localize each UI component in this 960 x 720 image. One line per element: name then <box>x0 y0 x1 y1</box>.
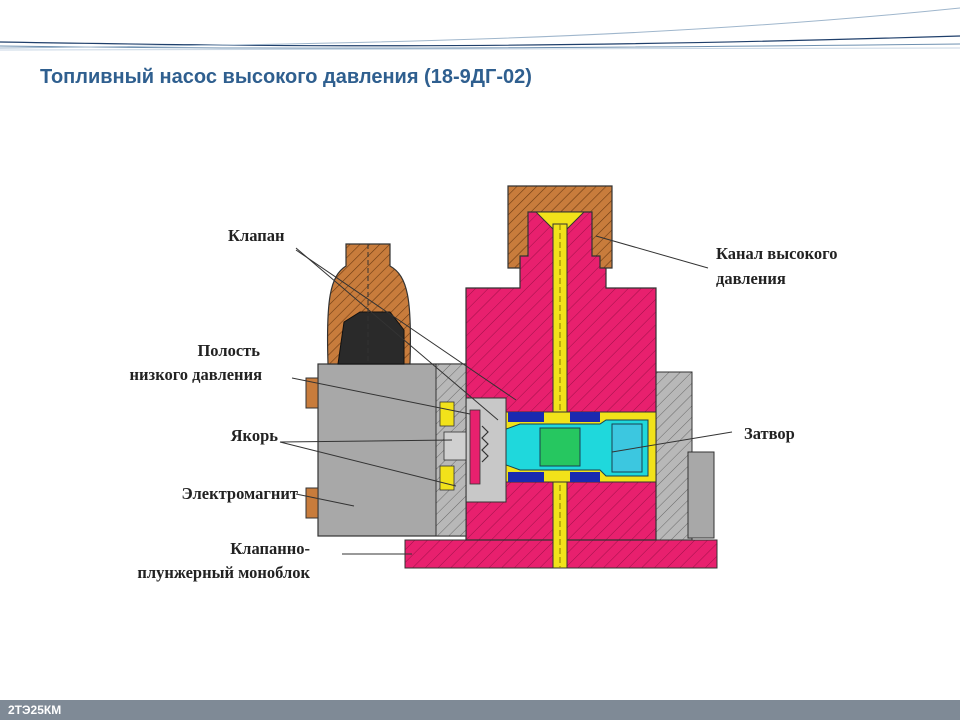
footer-label: 2ТЭ25КМ <box>8 703 62 717</box>
page-title: Топливный насос высокого давления (18-9Д… <box>40 66 532 88</box>
pump-cross-section <box>305 185 718 569</box>
label-valve: Клапан <box>228 226 285 245</box>
label-electromagnet: Электромагнит <box>181 484 298 503</box>
leader-armature-2 <box>279 439 453 443</box>
label-gate: Затвор <box>744 424 795 443</box>
label-hp-channel-line2: давления <box>716 269 786 288</box>
leader-valve <box>295 247 499 421</box>
leader-lines <box>279 235 733 555</box>
leader-hp-channel <box>595 235 709 269</box>
header-decoration <box>0 7 960 52</box>
label-monoblock-line1: Клапанно- <box>230 539 310 558</box>
leader-armature <box>279 441 457 487</box>
label-hp-channel-line1: Канал высокого <box>716 244 838 263</box>
footer-bar: 2ТЭ25КМ <box>0 700 960 720</box>
label-lp-cavity-line2: низкого давления <box>129 365 262 384</box>
leader-lp-cavity <box>291 377 471 415</box>
leader-electromagnet <box>295 493 355 507</box>
label-monoblock-line2: плунжерный моноблок <box>137 563 310 582</box>
leader-gate <box>611 431 733 453</box>
leader-valve-2 <box>295 249 517 401</box>
label-lp-cavity-line1: Полость <box>197 341 260 360</box>
label-armature: Якорь <box>230 426 278 445</box>
